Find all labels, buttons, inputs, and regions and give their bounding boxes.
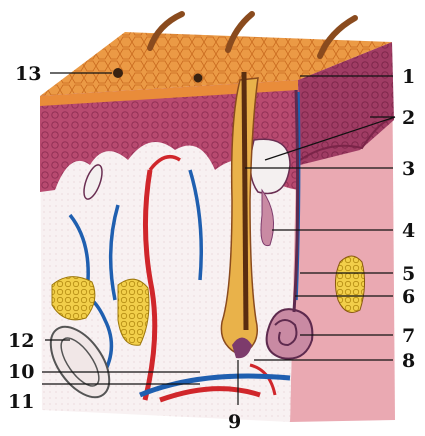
pore-2 [194,74,203,83]
label-13: 13 [15,63,41,85]
label-7: 7 [402,325,415,347]
label-4: 4 [402,220,415,242]
side-face [290,42,395,422]
label-9: 9 [228,411,241,433]
label-10: 10 [8,361,34,383]
label-6: 6 [402,286,415,308]
pore-1 [113,68,123,78]
label-5: 5 [402,263,415,285]
side-fat-lobule [335,256,364,312]
label-12: 12 [8,330,34,352]
label-8: 8 [402,350,415,372]
label-1: 1 [402,66,415,88]
label-3: 3 [402,158,415,180]
label-2: 2 [402,107,415,129]
label-11: 11 [8,391,34,413]
